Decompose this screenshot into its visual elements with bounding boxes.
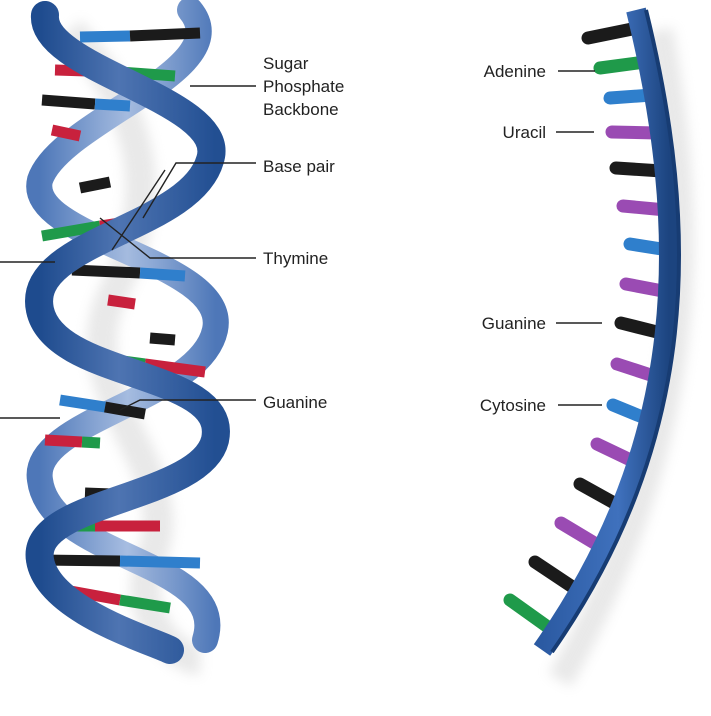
base-pair-label: Base pair [263,157,335,176]
rna-backbone-edge [550,9,682,654]
base-pair [78,176,112,194]
rna-labels: Adenine Uracil Guanine Cytosine [480,62,546,415]
base-pair [149,332,176,346]
rna-single-strand [503,7,694,687]
guanine-leader [119,399,256,411]
backbone-label-line3: Backbone [263,100,339,119]
rna-base [609,161,669,178]
adenine-label: Adenine [484,62,546,81]
base-pair [44,434,101,449]
dna-labels: Sugar Phosphate Backbone Base pair Thymi… [263,54,344,412]
base-pair [39,554,201,569]
backbone-label-line1: Sugar [263,54,309,73]
base-pair [59,394,146,420]
backbone-strand-front-highlight [25,1,230,664]
rna-backbone [533,7,680,656]
thymine-label: Thymine [263,249,328,268]
base-pair [71,264,186,282]
backbone-label-line2: Phosphate [263,77,344,96]
base-pair [41,94,131,112]
rna-base [503,593,559,637]
base-pair [79,27,201,43]
rna-base [605,125,664,140]
rna-base [581,21,644,45]
backbone-strand-back [26,0,229,653]
uracil-label: Uracil [503,123,546,142]
backbone-strand-front [25,1,230,664]
rna-leader-lines [556,70,602,406]
cytosine-label: Cytosine [480,396,546,415]
dna-double-helix [25,0,230,675]
base-pair-leader [142,162,256,219]
base-pair [50,124,82,142]
rna-base [593,55,652,75]
thymine-leader [99,217,256,259]
dna-guanine-label: Guanine [263,393,327,412]
base-pair [107,294,136,310]
rna-guanine-label: Guanine [482,314,546,333]
base-pair-leader-2 [111,169,166,251]
dna-leader-lines [0,85,256,419]
